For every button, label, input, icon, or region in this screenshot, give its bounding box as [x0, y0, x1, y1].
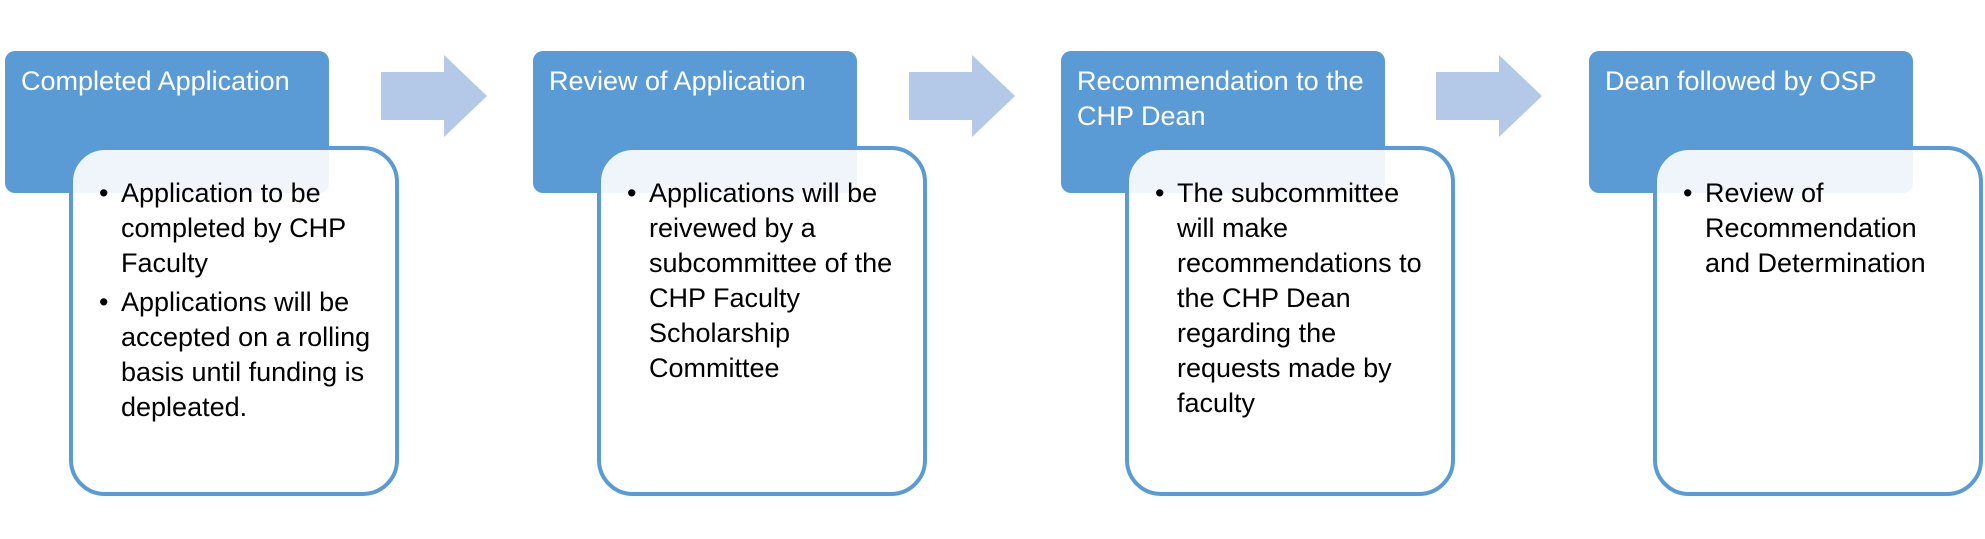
process-step-dean-followed-by-osp: Dean followed by OSP • Review of Recomme… [1589, 51, 1985, 496]
bullet-icon: • [627, 178, 637, 208]
bullet-icon: • [99, 178, 109, 208]
right-arrow-icon [381, 55, 487, 137]
bullet-text: Application to be completed by CHP Facul… [121, 178, 346, 278]
arrow-shape [909, 55, 1015, 137]
bullet-item: • Review of Recommendation and Determina… [1681, 176, 1963, 281]
bullet-list: • Applications will be reivewed by a sub… [625, 176, 907, 386]
bullet-icon: • [99, 287, 109, 317]
bullet-list: • The subcommittee will make recommendat… [1153, 176, 1435, 421]
arrow-shape [1436, 55, 1542, 137]
right-arrow-icon [1436, 55, 1542, 137]
bullet-text: Applications will be accepted on a rolli… [121, 287, 371, 422]
step-details-box: • Review of Recommendation and Determina… [1653, 146, 1983, 496]
bullet-list: • Application to be completed by CHP Fac… [97, 176, 379, 425]
bullet-icon: • [1683, 178, 1693, 208]
bullet-text: Applications will be reivewed by a subco… [649, 178, 893, 383]
right-arrow-icon [909, 55, 1015, 137]
step-details-box: • Application to be completed by CHP Fac… [69, 146, 399, 496]
bullet-text: Review of Recommendation and Determinati… [1705, 178, 1926, 278]
bullet-item: • Applications will be accepted on a rol… [97, 285, 379, 425]
bullet-icon: • [1155, 178, 1165, 208]
arrow-shape [381, 55, 487, 137]
bullet-list: • Review of Recommendation and Determina… [1681, 176, 1963, 281]
bullet-item: • Application to be completed by CHP Fac… [97, 176, 379, 281]
bullet-text: The subcommittee will make recommendatio… [1177, 178, 1422, 418]
process-step-review-of-application: Review of Application • Applications wil… [533, 51, 1323, 496]
process-step-completed-application: Completed Application • Application to b… [5, 51, 795, 496]
process-step-recommendation-to-dean: Recommendation to the CHP Dean • The sub… [1061, 51, 1851, 496]
step-details-box: • The subcommittee will make recommendat… [1125, 146, 1455, 496]
bullet-item: • The subcommittee will make recommendat… [1153, 176, 1435, 421]
step-details-box: • Applications will be reivewed by a sub… [597, 146, 927, 496]
bullet-item: • Applications will be reivewed by a sub… [625, 176, 907, 386]
